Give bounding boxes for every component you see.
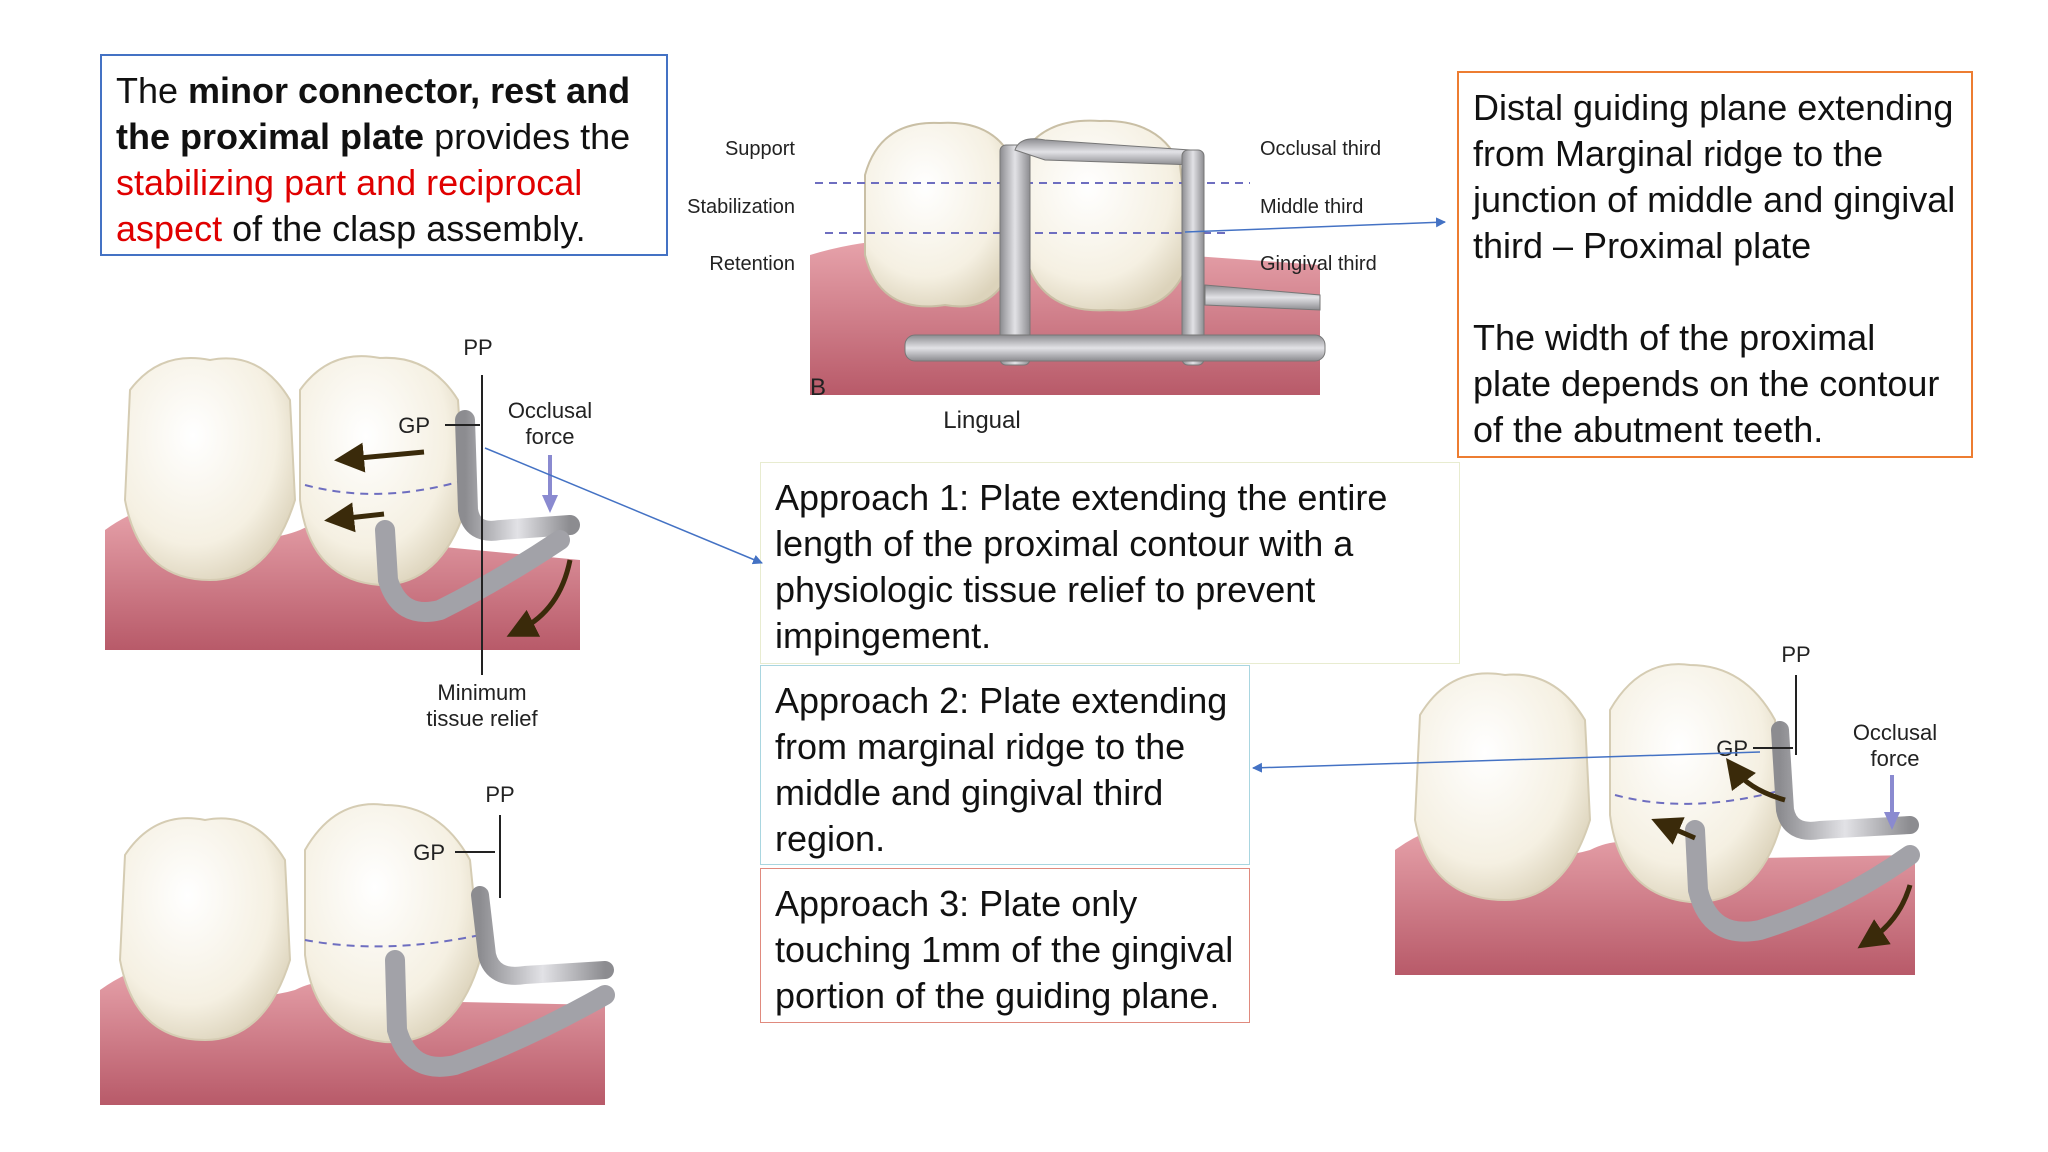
approach-1-figure: PP GP Occlusal force Minimum tissue reli…	[105, 335, 592, 731]
label-lingual: Lingual	[943, 407, 1020, 434]
tooth-left	[123, 357, 297, 582]
proximal-plate-connector	[471, 886, 614, 985]
label-occlusal: Occlusal	[508, 398, 592, 423]
distal-paragraph-2: The width of the proximal plate depends …	[1473, 317, 1940, 450]
label-force: force	[1871, 746, 1920, 771]
tooth-left	[864, 121, 1017, 308]
label-pp: PP	[485, 782, 514, 807]
approach-2-textbox: Approach 2: Plate extending from margina…	[760, 665, 1250, 865]
label-occlusal-third: Occlusal third	[1260, 138, 1381, 160]
intro-red: stabilizing part and reciprocal aspect	[116, 162, 583, 249]
tooth-thirds-figure: Support Stabilization Retention Occlusal…	[687, 119, 1381, 434]
rotation-arrow	[1857, 884, 1913, 949]
proximal-plate	[1181, 149, 1205, 366]
tooth-left	[1413, 672, 1592, 902]
minor-connector	[999, 144, 1031, 366]
approach-3-figure: PP GP	[100, 782, 615, 1105]
label-occlusal: Occlusal	[1853, 720, 1937, 745]
label-gingival-third: Gingival third	[1260, 253, 1377, 275]
force-arrow-lower	[1651, 817, 1696, 845]
rotation-arrow	[506, 559, 573, 637]
label-minimum: Minimum	[437, 680, 526, 705]
intro-prefix: The	[116, 70, 189, 111]
tooth-abutment	[304, 803, 482, 1044]
occlusal-force-arrowhead	[542, 495, 558, 513]
figure-letter-b: B	[810, 374, 826, 401]
intro-bold: minor connector, rest and the proximal p…	[116, 70, 631, 157]
clasp-arm	[385, 950, 615, 1077]
label-gp: GP	[413, 840, 445, 865]
intro-textbox: The minor connector, rest and the proxim…	[100, 54, 668, 256]
distal-paragraph-1: Distal guiding plane extending from Marg…	[1473, 87, 1956, 266]
label-gp: GP	[398, 413, 430, 438]
approach-3-textbox: Approach 3: Plate only touching 1mm of t…	[760, 868, 1250, 1023]
major-connector-bar	[904, 334, 1326, 362]
label-support: Support	[725, 138, 795, 160]
lingual-bar	[1204, 284, 1321, 311]
survey-line	[304, 479, 466, 495]
label-retention: Retention	[709, 253, 795, 275]
intro-middle: provides the	[424, 116, 631, 157]
approach-1-textbox: Approach 1: Plate extending the entire l…	[760, 462, 1460, 664]
distal-guiding-plane-textbox: Distal guiding plane extending from Marg…	[1457, 71, 1973, 458]
survey-line	[304, 934, 481, 948]
approach-2-figure: PP GP Occlusal force	[1395, 642, 1937, 975]
label-tissue-relief: tissue relief	[426, 706, 538, 731]
force-arrow-left-upper	[334, 442, 425, 473]
label-stabilization: Stabilization	[687, 196, 795, 218]
label-force: force	[526, 424, 575, 449]
clasp-arm	[1685, 820, 1920, 942]
force-arrow-left-lower	[324, 502, 385, 533]
survey-line	[1614, 789, 1783, 805]
label-pp: PP	[1781, 642, 1810, 667]
tooth-left	[118, 817, 292, 1042]
force-arrow-upper	[1725, 758, 1786, 803]
intro-suffix: of the clasp assembly.	[222, 208, 586, 249]
label-gp: GP	[1716, 736, 1748, 761]
label-pp: PP	[463, 335, 492, 360]
label-middle-third: Middle third	[1260, 196, 1363, 218]
proximal-plate-connector	[1771, 721, 1919, 840]
occlusal-force-arrowhead	[1884, 812, 1900, 830]
